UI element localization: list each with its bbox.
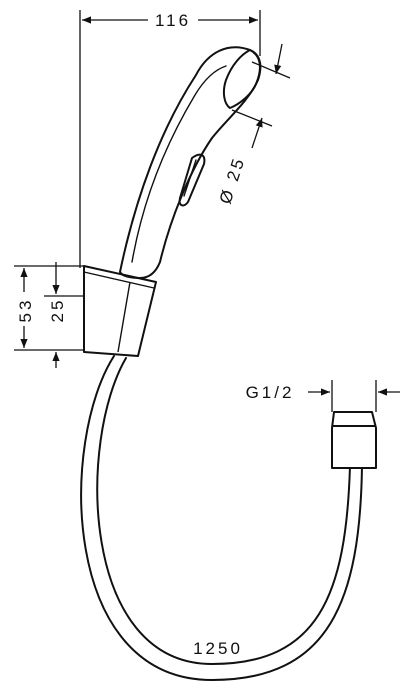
dimension-thread xyxy=(308,380,400,412)
wall-holder-outline xyxy=(83,265,157,357)
dimension-label-1250: 1250 xyxy=(193,639,243,658)
trigger-slot xyxy=(183,159,197,197)
wall-holder-inner-line xyxy=(117,281,131,353)
dimension-116 xyxy=(79,10,261,268)
dimension-label-116: 116 xyxy=(155,11,191,30)
handshower xyxy=(119,46,262,279)
hose-inner xyxy=(96,357,351,666)
nozzle-dimension-arrow-top xyxy=(274,43,283,75)
dimension-label-53: 53 xyxy=(16,298,35,323)
nozzle-extension-line-bottom xyxy=(231,109,273,127)
wall-holder-top-edge xyxy=(83,271,155,289)
dimension-holder xyxy=(14,262,84,368)
connector-nut xyxy=(331,411,377,469)
dimension-label-diameter-25: Ø 25 xyxy=(216,154,249,206)
hose-connector xyxy=(331,411,377,469)
dimension-label-25: 25 xyxy=(48,298,67,323)
trigger-lever xyxy=(178,153,206,207)
dimension-diameter-25 xyxy=(231,43,291,149)
wall-holder xyxy=(83,265,157,357)
hose-outer xyxy=(80,355,363,682)
nozzle-extension-line-top xyxy=(251,61,291,79)
dimension-label-thread: G1/2 xyxy=(246,383,295,402)
handshower-highlight xyxy=(131,65,227,263)
nozzle-face xyxy=(222,49,261,109)
hose xyxy=(80,355,363,682)
nozzle-dimension-arrow-bottom xyxy=(251,117,263,149)
